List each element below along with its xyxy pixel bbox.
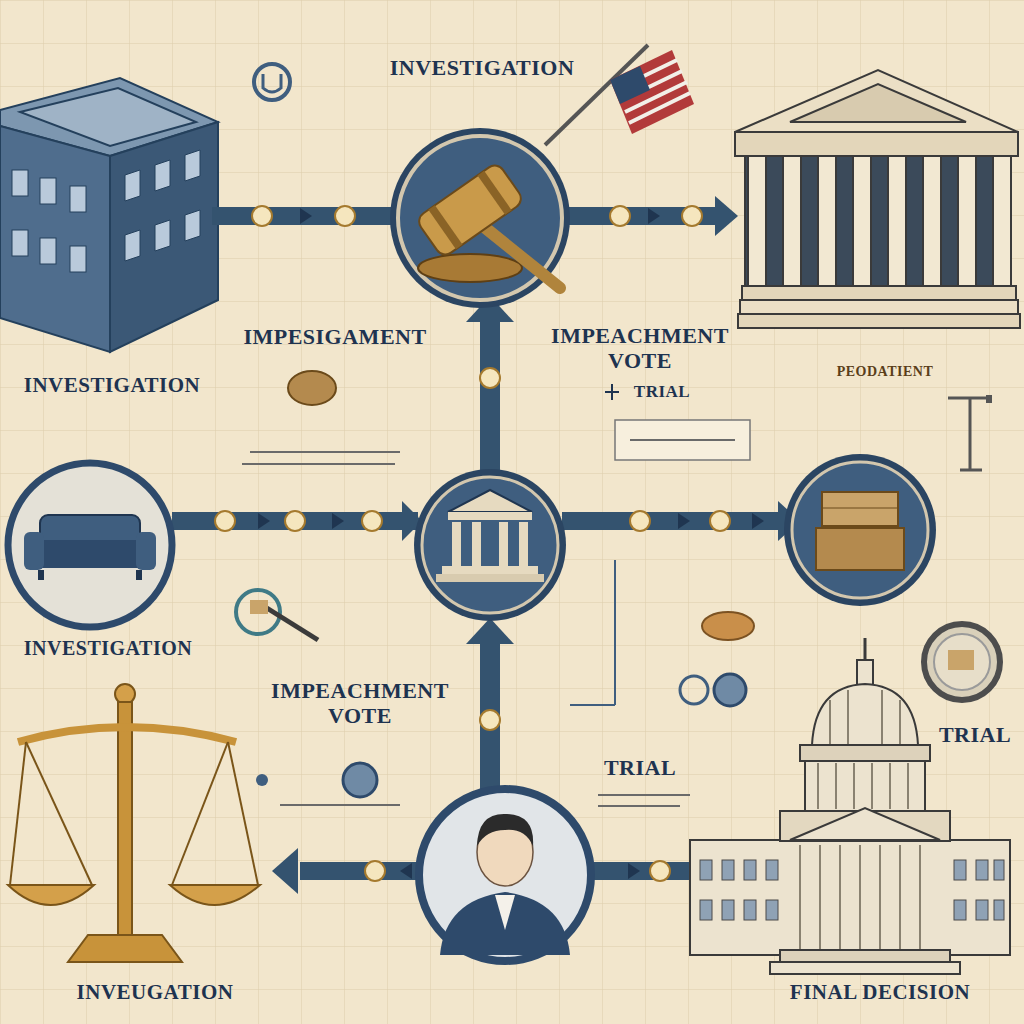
- step-label: IMPESIGAMENT: [243, 324, 426, 349]
- step-label: IMPEACHMENT VOTE: [265, 678, 455, 729]
- step-label: TRIAL: [634, 382, 690, 402]
- note-label: PEODATIENT: [837, 364, 934, 380]
- ribbon-chevrons: [258, 208, 764, 879]
- capitol-illustration: [690, 638, 1010, 974]
- building-illustration: [0, 78, 218, 352]
- temple-illustration: [735, 70, 1020, 328]
- step-label: INVESTIGATION: [24, 373, 201, 397]
- step-label: INVESTIGATION: [24, 637, 192, 660]
- step-label: FINAL DECISION: [790, 980, 970, 1004]
- step-label: TRIAL: [939, 722, 1011, 747]
- official-medallion: [419, 789, 591, 961]
- step-label: TRIAL: [604, 755, 676, 780]
- scribble-plates: [242, 420, 750, 806]
- temple-medallion: [414, 469, 566, 621]
- scales-illustration: [8, 684, 260, 962]
- gavel-medallion: [390, 128, 570, 308]
- step-heading: INVESTIGATION: [390, 55, 575, 80]
- sofa-medallion: [8, 463, 172, 627]
- boxes-medallion: [784, 454, 936, 606]
- step-label: INVEUGATION: [77, 980, 234, 1004]
- magnifier-icon: [924, 624, 1000, 700]
- step-label: IMPEACHMENT VOTE: [545, 323, 735, 374]
